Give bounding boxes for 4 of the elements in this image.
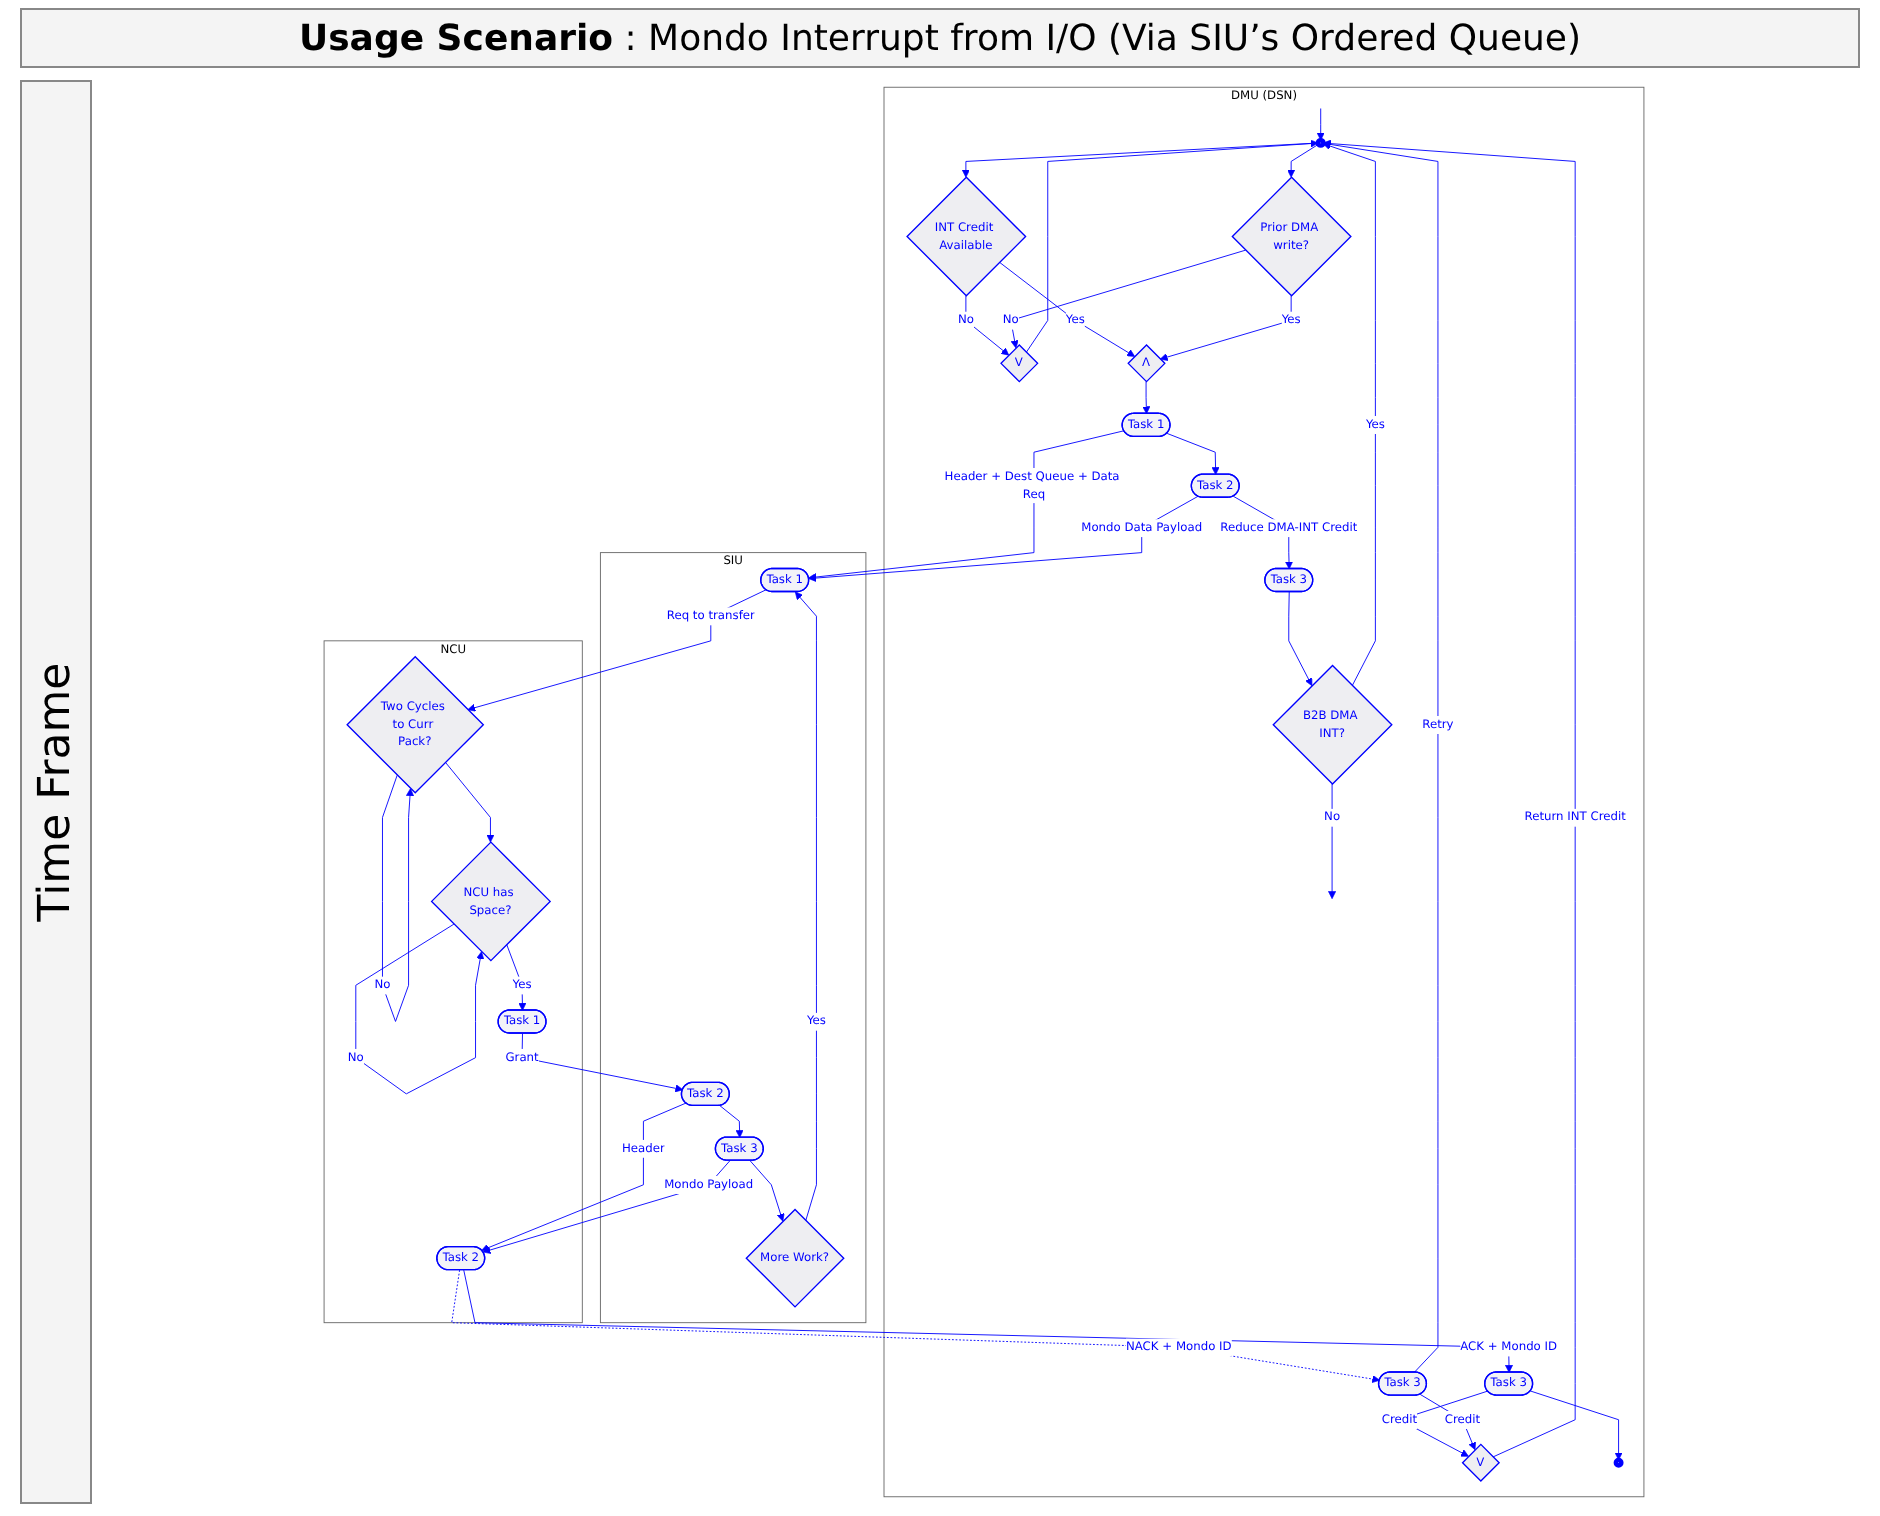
node-circle: [1613, 1457, 1624, 1468]
node-circle: [1315, 137, 1326, 148]
axis-label: Time Frame: [31, 662, 81, 922]
diagram-title: Usage Scenario : Mondo Interrupt from I/O (Via SIU’s Ordered Queue): [20, 8, 1860, 68]
